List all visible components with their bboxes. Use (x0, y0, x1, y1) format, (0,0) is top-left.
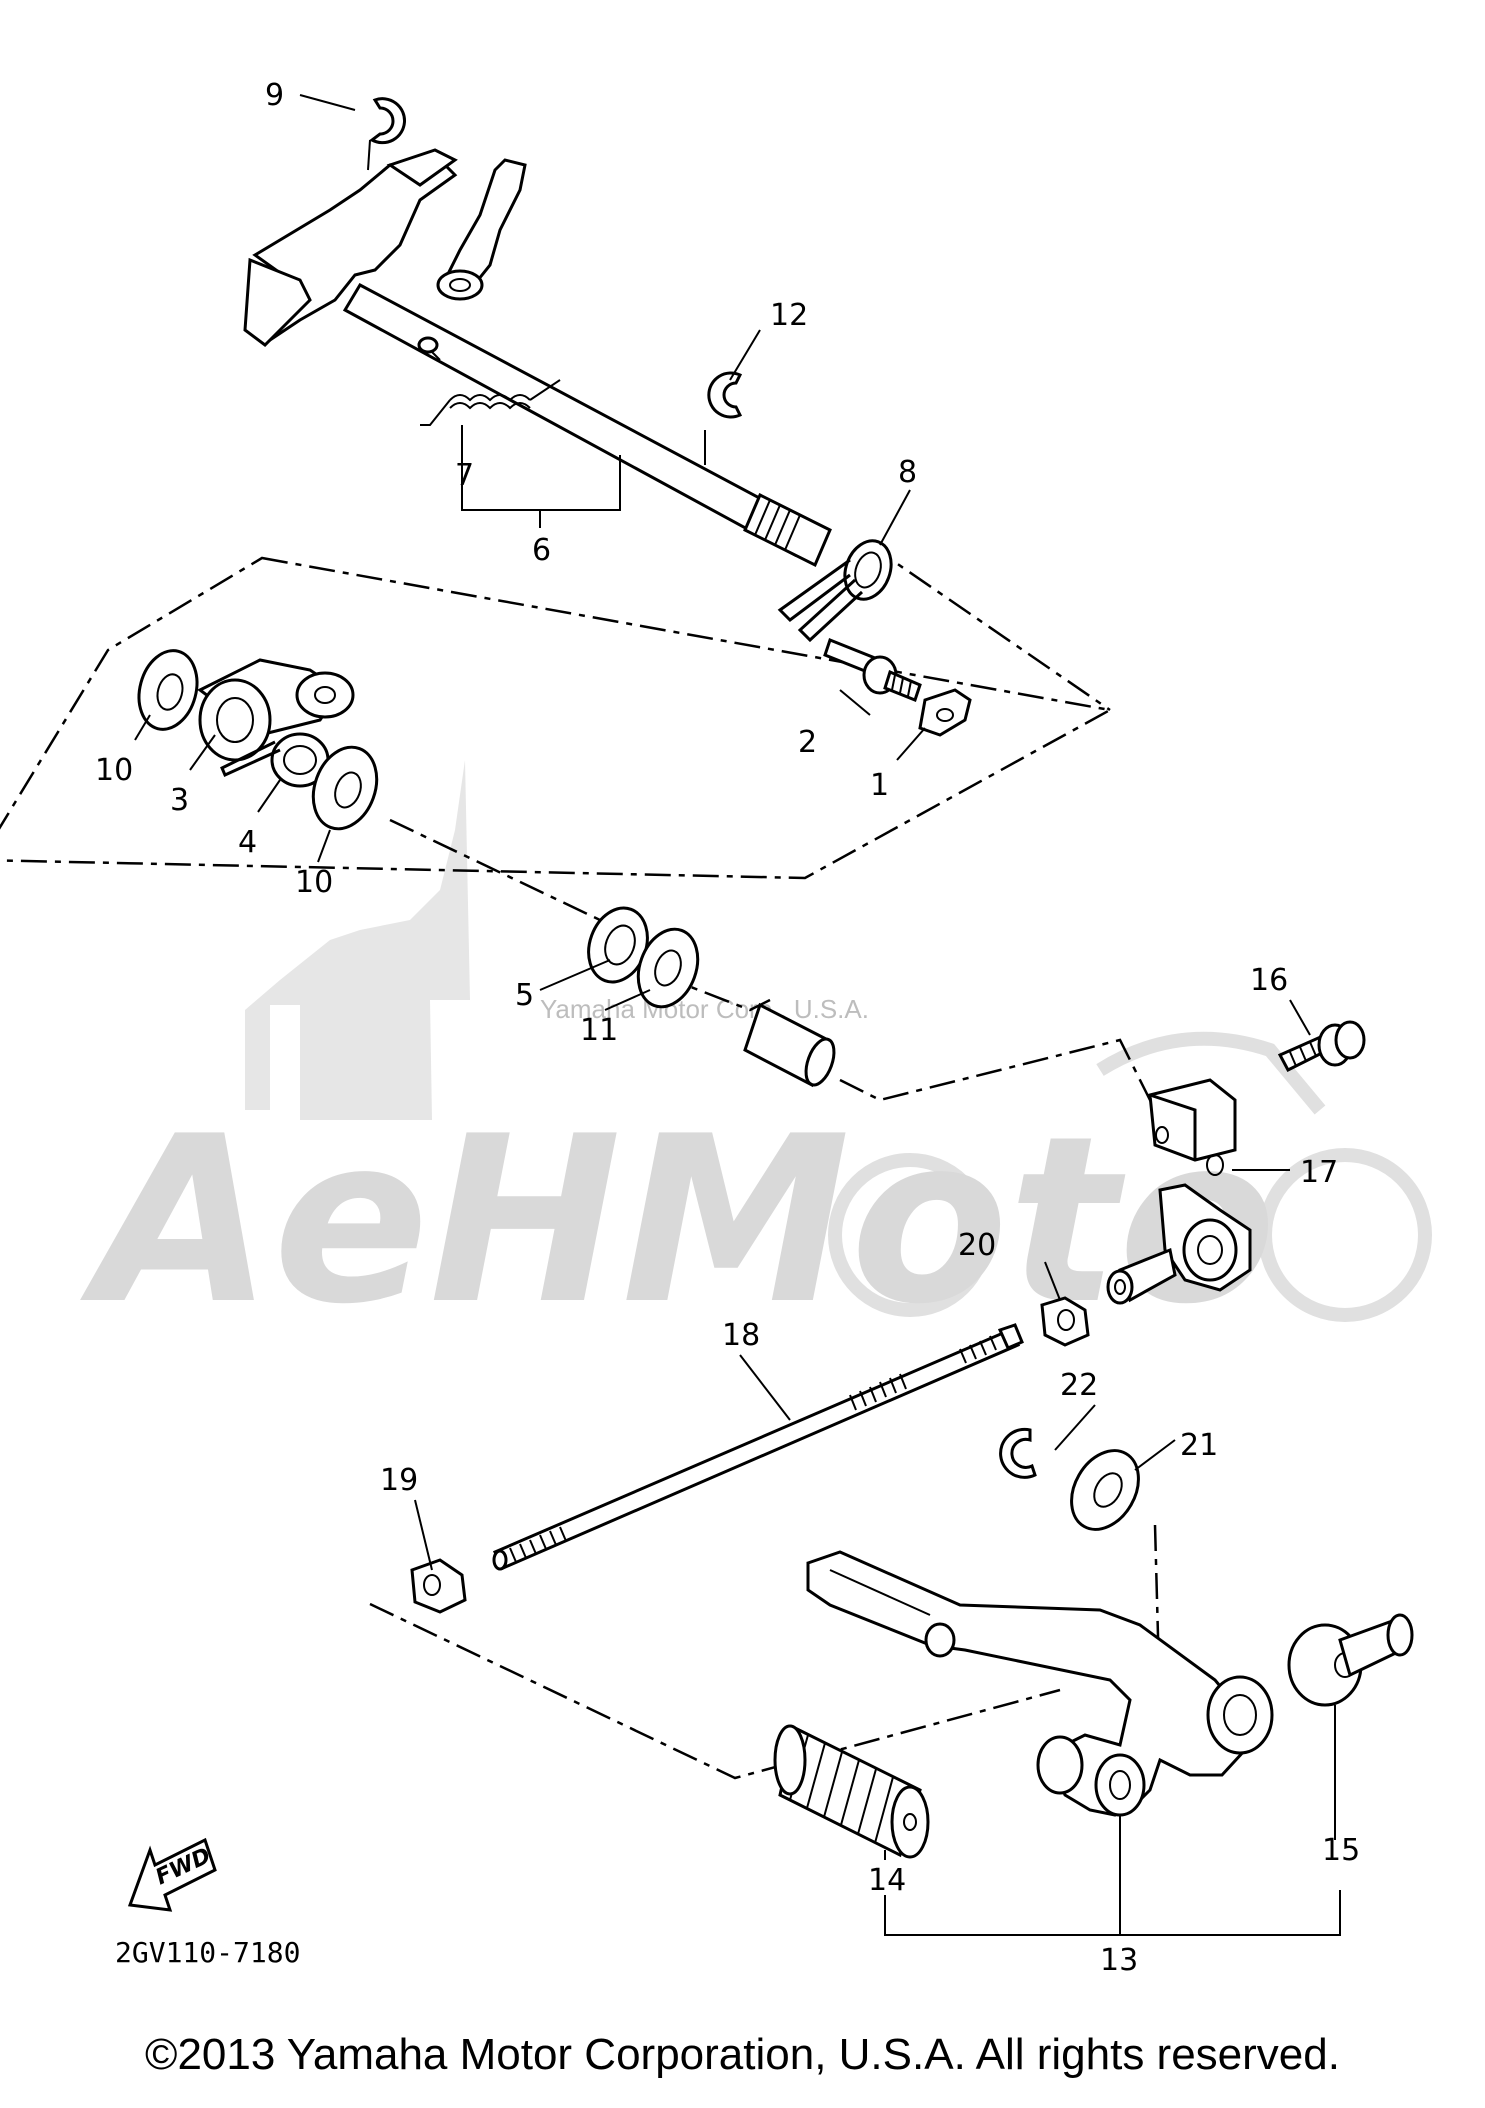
callout-21: 21 (1180, 1428, 1218, 1463)
callout-10b: 10 (295, 865, 333, 900)
nut-19 (410, 1558, 467, 1614)
clip-22 (999, 1427, 1037, 1479)
plate-1 (918, 688, 972, 737)
shift-shaft (243, 97, 893, 643)
callout-9: 9 (265, 78, 284, 113)
bolt-16 (1277, 1020, 1366, 1072)
callout-10a: 10 (95, 753, 133, 788)
shift-rod-18 (492, 1323, 1024, 1571)
callout-17: 17 (1300, 1155, 1338, 1190)
callout-11: 11 (580, 1013, 618, 1048)
callout-18: 18 (722, 1318, 760, 1353)
callout-20: 20 (958, 1228, 996, 1263)
callout-5: 5 (515, 978, 534, 1013)
watermark-url: Yamaha Motor Corp., U.S.A. (540, 994, 869, 1024)
spring-8 (777, 539, 893, 643)
collar (743, 1002, 836, 1088)
rod-end-15 (1287, 1613, 1414, 1707)
washer-11 (636, 927, 700, 1009)
callouts: 9 12 7 6 8 2 1 10 3 4 10 5 11 16 17 20 1… (95, 78, 1360, 1978)
callout-22: 22 (1060, 1368, 1098, 1403)
callout-12: 12 (770, 298, 808, 333)
washer-21 (1070, 1449, 1140, 1531)
stopper-assembly-outline (0, 556, 1114, 880)
callout-19: 19 (380, 1463, 418, 1498)
callout-16: 16 (1250, 963, 1288, 998)
callout-14: 14 (868, 1863, 906, 1898)
callout-15: 15 (1322, 1833, 1360, 1868)
shift-pedal-13 (806, 1550, 1274, 1817)
callout-6: 6 (532, 533, 551, 568)
diagram-code: 2GV110-7180 (115, 1936, 300, 1969)
bolt-2 (823, 638, 922, 702)
callout-2: 2 (798, 725, 817, 760)
footpeg-rubber-14 (773, 1724, 930, 1859)
callout-4: 4 (238, 825, 257, 860)
callout-7: 7 (455, 458, 474, 493)
callout-1: 1 (870, 768, 889, 803)
shift-arm-17 (1106, 1078, 1252, 1305)
watermark-logo: AeHMoto (80, 1088, 1276, 1355)
watermark: AeHMoto Yamaha Motor Corp., U.S.A. (80, 760, 1432, 1355)
copyright-notice: ©2013 Yamaha Motor Corporation, U.S.A. A… (145, 2030, 1340, 2079)
nut-20 (1040, 1296, 1090, 1347)
stopper-lever (137, 649, 379, 831)
callout-8: 8 (898, 455, 917, 490)
fwd-arrow: FWD (127, 1837, 217, 1912)
callout-13: 13 (1100, 1943, 1138, 1978)
callout-3: 3 (170, 783, 189, 818)
leader-lines (134, 94, 1341, 1936)
